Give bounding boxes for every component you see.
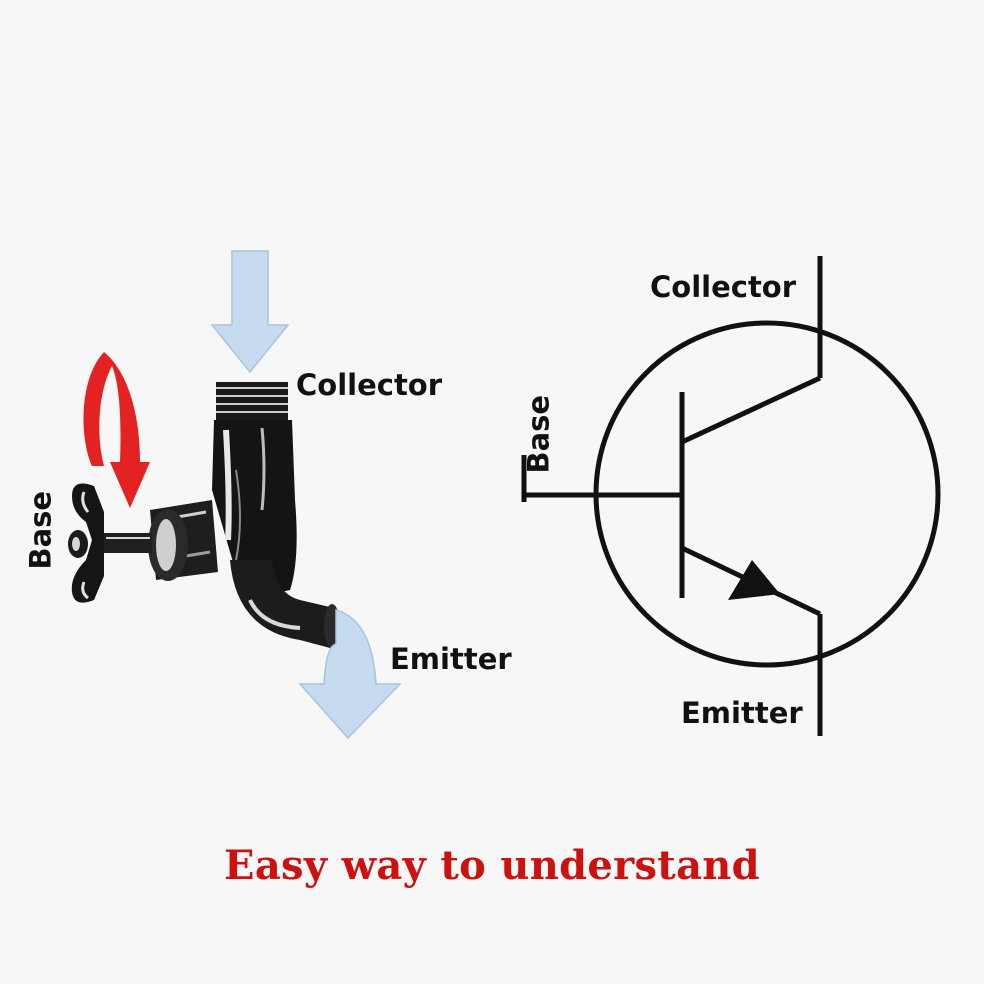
emitter-arrowhead — [728, 560, 780, 600]
turn-arrow — [83, 352, 150, 508]
collector-flow-arrow — [210, 250, 290, 374]
symbol-collector-label: Collector — [650, 270, 797, 304]
symbol-base-label: Base — [521, 394, 556, 474]
symbol-emitter-label: Emitter — [681, 696, 803, 730]
faucet-icon — [68, 382, 340, 648]
faucet-collector-label: Collector — [296, 368, 443, 402]
emitter-flow-arrow — [298, 609, 402, 740]
faucet-base-label: Base — [23, 490, 58, 570]
faucet-emitter-label: Emitter — [390, 642, 512, 676]
collector-lead-diagonal — [680, 375, 822, 445]
faucet-analogy — [68, 250, 402, 740]
npn-transistor-symbol — [521, 256, 941, 736]
caption: Easy way to understand — [224, 842, 760, 889]
